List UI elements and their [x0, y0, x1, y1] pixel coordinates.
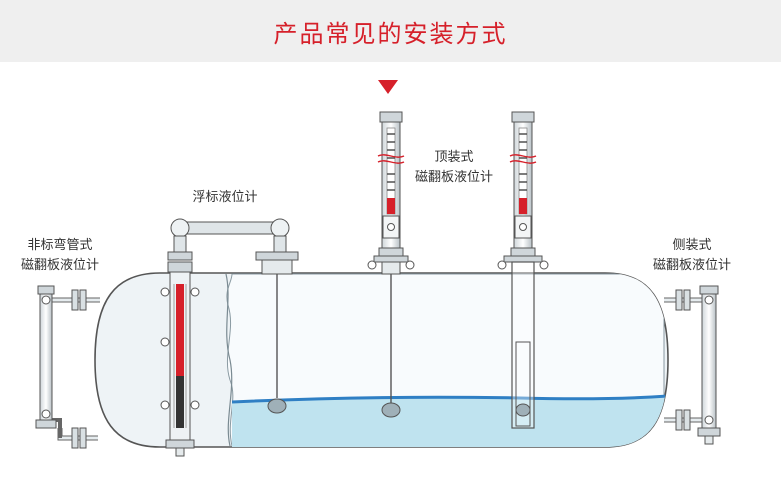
indicator-black — [176, 376, 184, 428]
label-right-side: 侧装式 磁翻板液位计 — [642, 236, 742, 276]
label-top-line1: 顶装式 — [434, 150, 474, 165]
label-left-side: 非标弯管式 磁翻板液位计 — [10, 236, 110, 276]
scale-ticks — [387, 133, 395, 191]
top-gauge-left — [367, 111, 415, 418]
label-float-line1: 浮标液位计 — [192, 190, 258, 205]
tank — [94, 272, 669, 448]
label-right-side-line1: 侧装式 — [672, 238, 712, 253]
header-banner: 产品常见的安装方式 — [0, 0, 781, 62]
label-left-side-line1: 非标弯管式 — [27, 238, 93, 253]
top-gauge-right — [497, 111, 549, 429]
label-right-side-line2: 磁翻板液位计 — [652, 258, 731, 273]
scale-ticks — [519, 133, 527, 191]
indicator-red — [176, 284, 184, 376]
triangle-down-icon — [378, 80, 398, 94]
installation-diagram — [35, 111, 721, 457]
liquid — [232, 396, 668, 447]
label-left-side-line2: 磁翻板液位计 — [20, 258, 99, 273]
right-side-gauge — [664, 285, 721, 445]
left-bent-pipe-gauge — [35, 285, 100, 449]
page-title: 产品常见的安装方式 — [273, 20, 508, 48]
label-top-line2: 磁翻板液位计 — [414, 170, 493, 185]
float-gauge — [160, 218, 299, 457]
label-float: 浮标液位计 — [180, 188, 270, 208]
label-top: 顶装式 磁翻板液位计 — [402, 148, 506, 188]
